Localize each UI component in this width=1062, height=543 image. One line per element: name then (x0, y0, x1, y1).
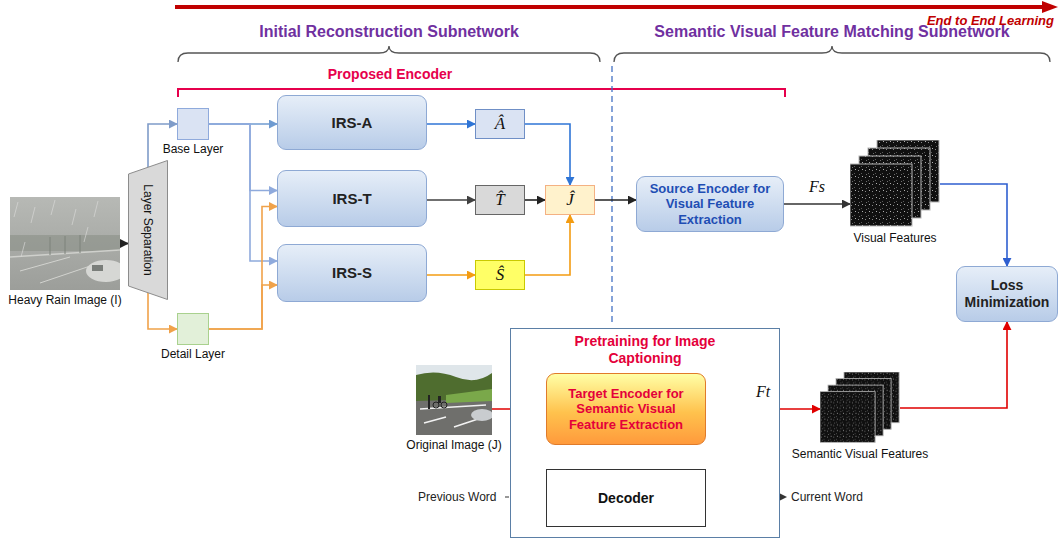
encoder-box: Target Encoder for Semantic Visual Featu… (546, 373, 706, 445)
detail-layer-box: Detail Layer (177, 313, 209, 345)
node-text: Â (495, 114, 505, 134)
word-arrow-head (779, 493, 787, 501)
connector-arrow (900, 322, 1007, 408)
connector-arrow (120, 243, 128, 245)
input-photo: Heavy Rain Image (I) (10, 197, 120, 290)
node-text: Base Layer (163, 142, 224, 156)
node-text: Decoder (598, 490, 654, 507)
end-to-end-arrow-line (175, 5, 1044, 9)
node-text: Ŝ (496, 265, 505, 285)
connector-arrow (427, 199, 475, 201)
connector-arrow (148, 293, 177, 329)
node-text: Ĵ (566, 190, 574, 210)
node-text: IRS-S (332, 264, 372, 282)
node-text: T̂ (495, 190, 504, 210)
connector-arrow (209, 124, 277, 191)
section-title: Semantic Visual Feature Matching Subnetw… (654, 22, 1009, 41)
feature-maps: Visual Features (850, 140, 940, 228)
decoder-box: Decoder (546, 469, 706, 527)
rain-photo (10, 197, 120, 290)
node-text: Target Encoder for Semantic Visual Featu… (553, 386, 699, 433)
section-brace (178, 46, 600, 62)
process-box: IRS-S (277, 244, 427, 302)
pretraining-panel: Pretraining for Image CaptioningTarget E… (510, 328, 780, 538)
output-box: Ĵ (545, 185, 595, 215)
section-divider (611, 66, 612, 322)
section-brace (614, 46, 1050, 62)
feature-maps: Semantic Visual Features (820, 372, 900, 444)
feature-symbol: Ft (754, 383, 772, 401)
connector-arrow (525, 199, 545, 201)
output-box: T̂ (475, 185, 525, 215)
connector-arrow (427, 123, 475, 125)
node-text: Source Encoder for Visual Feature Extrac… (643, 181, 777, 228)
output-box: Â (475, 109, 525, 139)
original-photo: Original Image (J) (416, 365, 492, 435)
output-box: Ŝ (475, 260, 525, 290)
connector-arrow (525, 124, 570, 185)
connector-arrow (209, 207, 277, 330)
word-label: Previous Word (418, 490, 496, 504)
node-text: Semantic Visual Features (792, 447, 929, 461)
node-text: Pretraining for Image Captioning (555, 333, 735, 367)
node-text: Detail Layer (161, 347, 225, 361)
node-text: Heavy Rain Image (I) (8, 293, 121, 307)
node-text: IRS-T (332, 190, 371, 208)
connector-arrow (784, 203, 850, 205)
connector-arrow (595, 199, 636, 201)
encoder-bracket (178, 89, 785, 97)
layer-separation-block: Layer Separation (128, 160, 168, 300)
node-text: Visual Features (853, 231, 936, 245)
end-to-end-arrow-head (1042, 1, 1058, 13)
section-title: Initial Reconstruction Subnetwork (259, 22, 519, 41)
street-photo (416, 365, 492, 435)
loss-box: Loss Minimization (956, 266, 1058, 322)
process-box: IRS-A (277, 95, 427, 150)
node-text: Original Image (J) (406, 438, 501, 452)
encoder-box: Source Encoder for Visual Feature Extrac… (636, 176, 784, 233)
node-text: Loss Minimization (963, 277, 1051, 311)
node-text: Layer Separation (141, 184, 155, 275)
connector-arrow (525, 215, 570, 275)
connector-arrow (209, 285, 277, 329)
group-title: Proposed Encoder (328, 66, 452, 83)
word-label: Current Word (791, 490, 863, 504)
node-text: IRS-A (332, 114, 373, 132)
feature-map-stack (820, 372, 900, 444)
feature-map-stack (850, 140, 940, 228)
feature-symbol: Fs (807, 178, 827, 196)
connector-arrow (427, 274, 475, 276)
connector-arrow (940, 184, 1007, 266)
base-layer-box: Base Layer (177, 108, 209, 140)
process-box: IRS-T (277, 170, 427, 227)
